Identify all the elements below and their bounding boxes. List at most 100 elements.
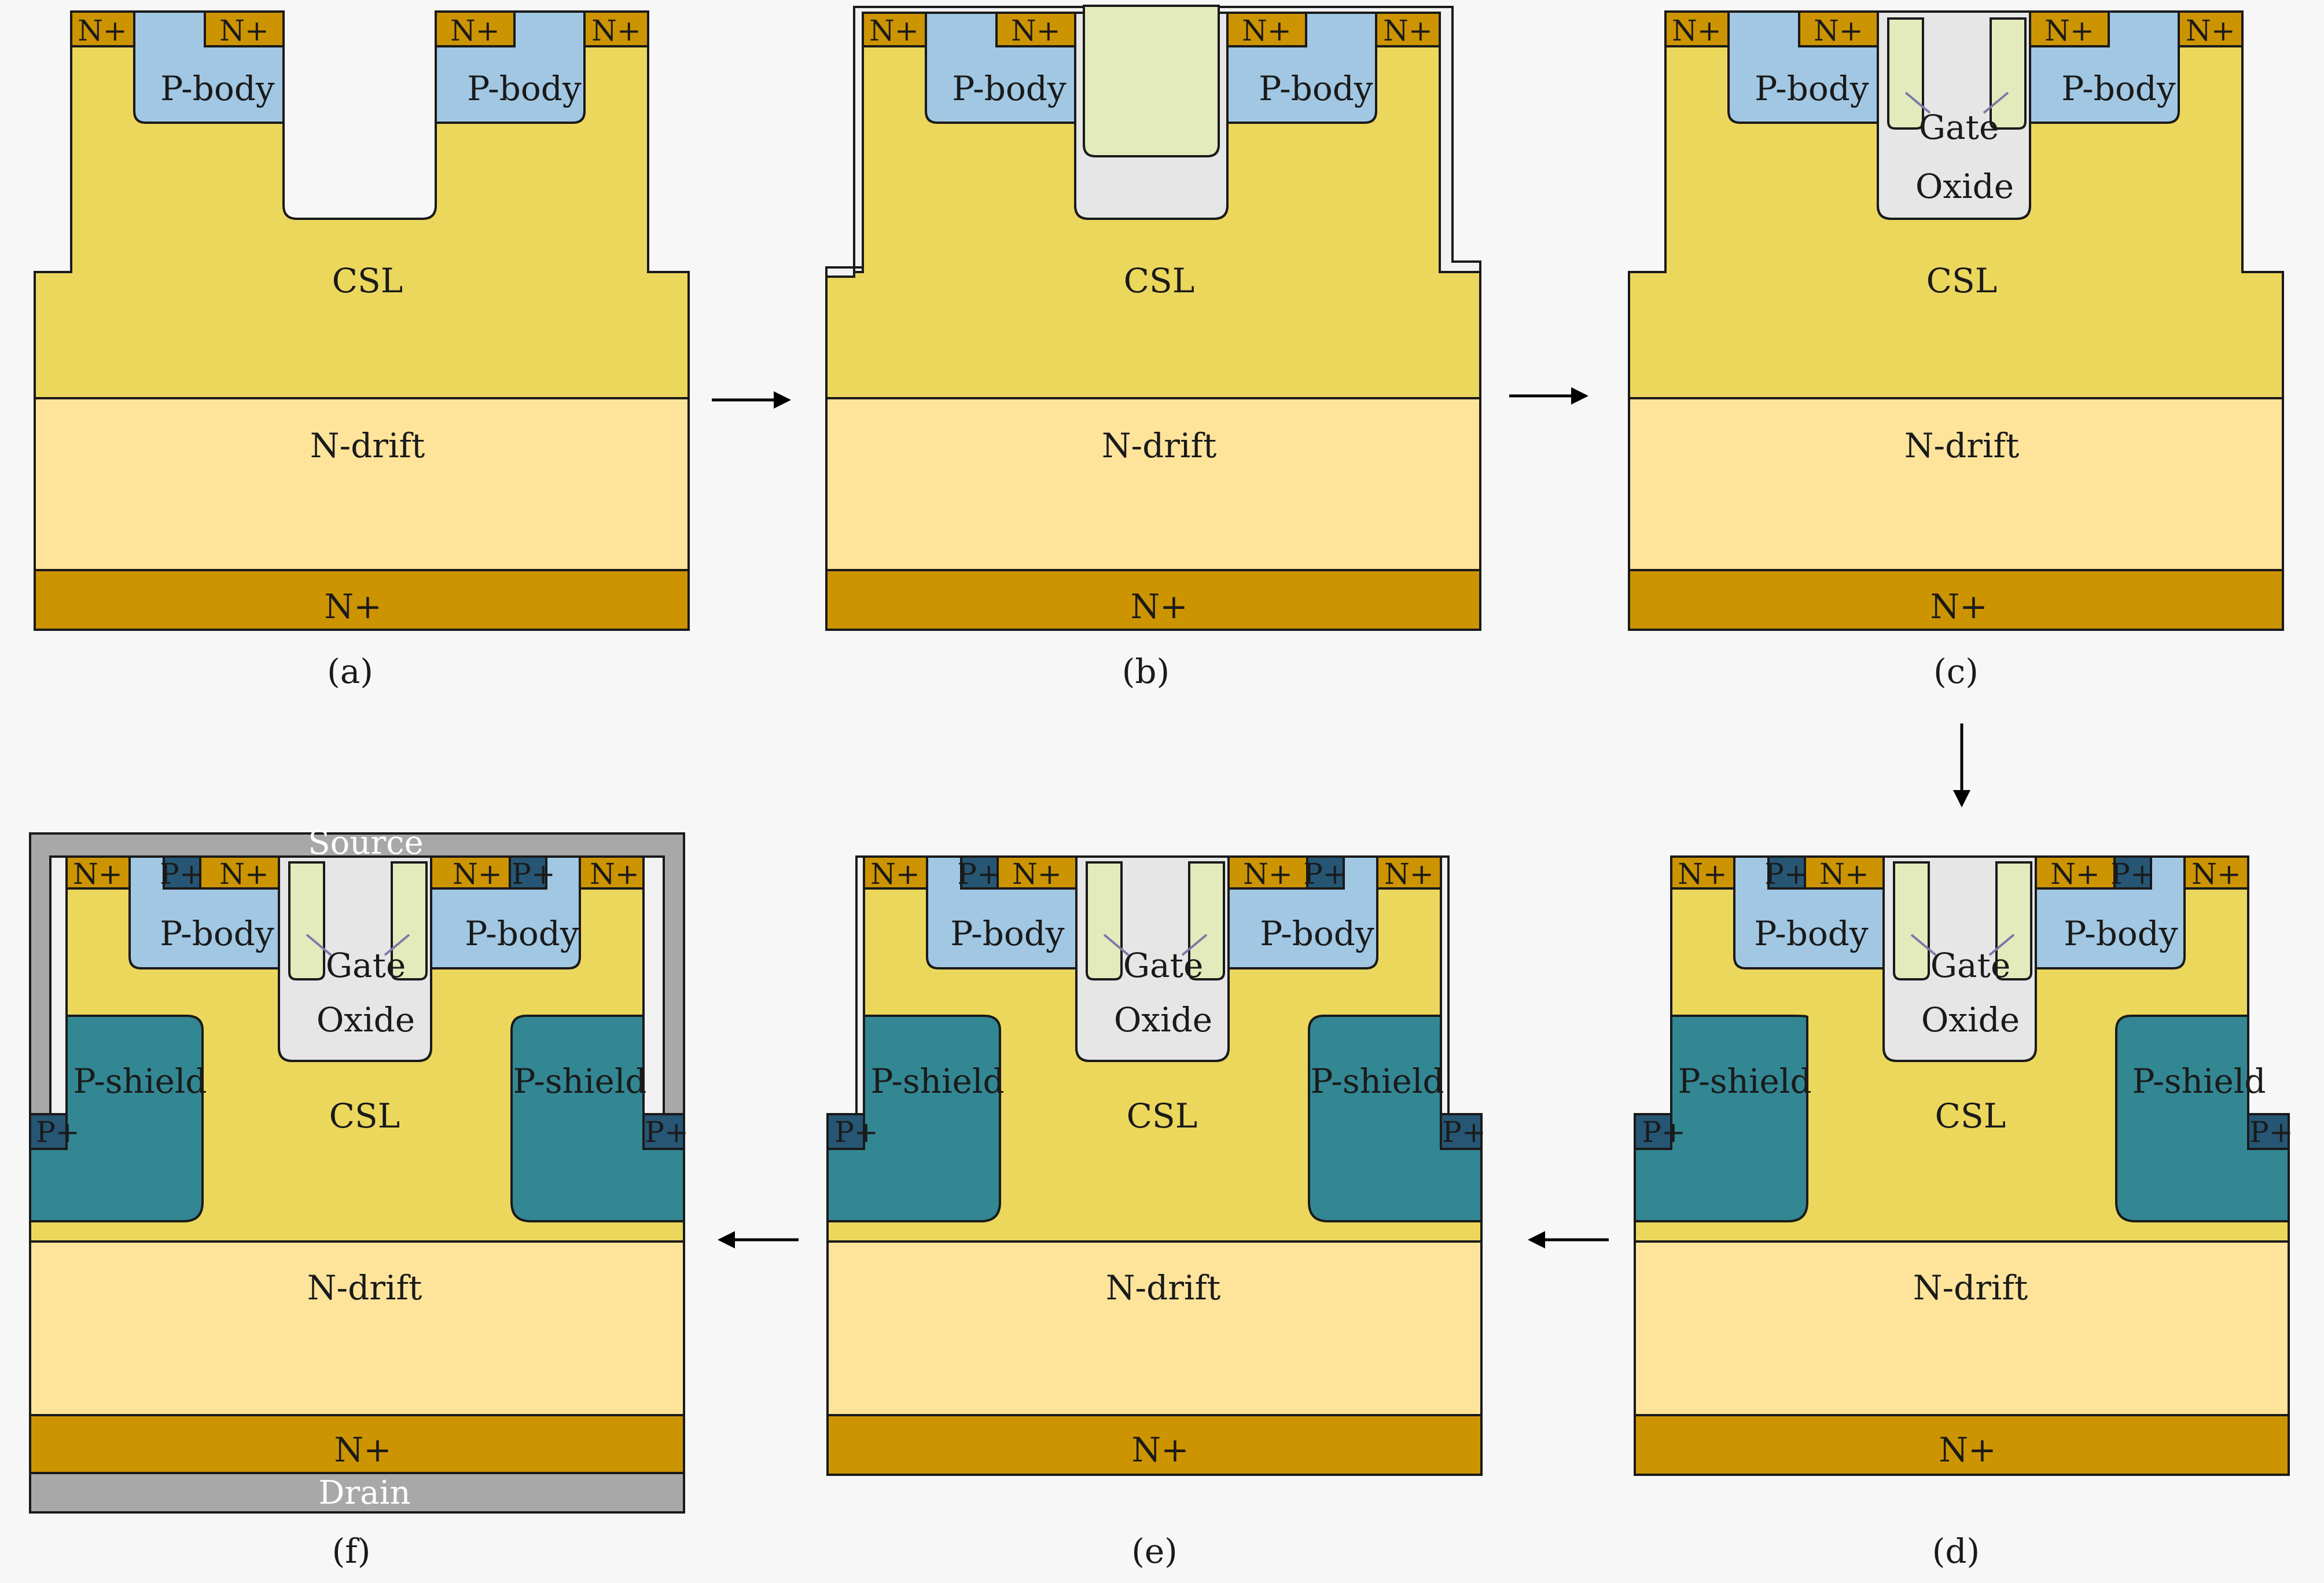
- nplus-label: N+: [1012, 857, 1062, 891]
- ndrift-layer: [826, 1240, 1483, 1416]
- nplus-label: N+: [2191, 857, 2241, 891]
- csl-label: CSL: [332, 261, 403, 300]
- gate-connector-left: [306, 934, 332, 956]
- panel-e: N+ P+ N+ N+ P+ N+ P-body P-body Gate Oxi…: [826, 855, 1486, 1571]
- nplus-label: N+: [1383, 14, 1433, 47]
- gate-poly-left: [1086, 861, 1123, 980]
- nplus-label: N+: [1819, 857, 1869, 891]
- nplus-source-1: [1664, 10, 1730, 47]
- drain-label: Drain: [318, 1474, 410, 1512]
- ndrift-label: N-drift: [307, 1268, 422, 1307]
- gate-poly-right: [1995, 861, 2032, 980]
- nplus-source-2: [1798, 10, 1879, 47]
- pplus-left: [826, 1113, 865, 1150]
- pbody-label: P-body: [950, 914, 1065, 953]
- ndrift-layer: [1634, 1240, 2290, 1416]
- pplus-label: P+: [160, 857, 204, 891]
- gate-connector-right: [1983, 91, 2009, 114]
- nplus-substrate-label: N+: [1131, 1430, 1189, 1470]
- nplus-substrate: [1628, 569, 2284, 631]
- pbody-label: P-body: [1260, 914, 1374, 953]
- pbody-label: P-body: [1755, 69, 1869, 108]
- ndrift-layer: [29, 1240, 685, 1416]
- gate-poly-left: [288, 861, 325, 980]
- nplus-substrate-label: N+: [1130, 587, 1187, 626]
- oxide-label: Oxide: [1921, 1000, 2020, 1040]
- source-label: Source: [308, 824, 423, 862]
- nplus-label: N+: [219, 857, 269, 891]
- gate-connector-left: [1103, 934, 1130, 956]
- nplus-label: N+: [2186, 14, 2235, 47]
- pplus-label: P+: [1642, 1115, 1686, 1149]
- pplus-label: P+: [512, 857, 556, 891]
- nplus-substrate: [825, 569, 1481, 631]
- pbody-label: P-body: [467, 69, 582, 108]
- drain-metal: [29, 1472, 685, 1514]
- nplus-source-2: [1804, 855, 1885, 890]
- nplus-label: N+: [1384, 857, 1434, 891]
- pshield-right: [2115, 1015, 2290, 1222]
- mask-layer-left: [825, 6, 1085, 278]
- csl-label: CSL: [1926, 261, 1998, 300]
- pplus-label: P+: [2110, 857, 2154, 891]
- nplus-substrate-label: N+: [324, 587, 381, 626]
- nplus-source-4: [579, 855, 645, 890]
- pplus-right: [1440, 1113, 1483, 1150]
- ndrift-layer: [825, 397, 1481, 571]
- pbody-label: P-body: [952, 69, 1067, 108]
- pbody-label: P-body: [160, 914, 274, 953]
- panel-d: N+ P+ N+ N+ P+ N+ P-body P-body Gate Oxi…: [1634, 855, 2293, 1571]
- oxide-label: Oxide: [1114, 1000, 1212, 1040]
- pshield-label: P-shield: [73, 1062, 207, 1101]
- nplus-source-4: [1375, 10, 1441, 47]
- pplus-label: P+: [1442, 1115, 1486, 1149]
- csl-region: [34, 10, 690, 399]
- nplus-substrate-label: N+: [1939, 1430, 1996, 1470]
- pshield-left: [826, 1015, 1001, 1222]
- pbody-label: P-body: [1754, 914, 1869, 953]
- nplus-label: N+: [219, 14, 269, 47]
- pplus-label: P+: [2249, 1115, 2293, 1149]
- nplus-label: N+: [2044, 14, 2094, 47]
- ndrift-label: N-drift: [1106, 1268, 1221, 1307]
- csl-label: CSL: [329, 1096, 400, 1136]
- pplus-label: P+: [1303, 857, 1347, 891]
- nplus-substrate: [34, 569, 690, 631]
- nplus-label: N+: [869, 14, 919, 47]
- ndrift-label: N-drift: [1913, 1268, 2028, 1307]
- nplus-substrate: [1634, 1414, 2290, 1476]
- oxide-label: Oxide: [1915, 167, 2014, 206]
- caption-f: (f): [332, 1531, 371, 1571]
- caption-c: (c): [1933, 652, 1979, 691]
- ndrift-label: N-drift: [1102, 426, 1217, 465]
- nplus-substrate-label: N+: [1930, 587, 1987, 626]
- oxide-label: Oxide: [317, 1000, 415, 1040]
- insulator-left: [855, 855, 865, 1115]
- gate-label: Gate: [1919, 108, 1999, 147]
- gate-label: Gate: [1123, 946, 1204, 985]
- pplus-right: [642, 1113, 685, 1150]
- pplus-contact-2: [1306, 855, 1345, 890]
- panel-b: N+ N+ N+ N+ P-body P-body CSL N-drift N+…: [825, 5, 1481, 691]
- nplus-label: N+: [450, 14, 500, 47]
- csl-label: CSL: [1124, 261, 1195, 300]
- mask-layer-right: [1218, 6, 1481, 273]
- pbody-label: P-body: [2064, 914, 2178, 953]
- gate-poly-right: [391, 861, 428, 980]
- nplus-source-4: [583, 10, 649, 47]
- caption-b: (b): [1122, 652, 1170, 691]
- caption-a: (a): [327, 652, 373, 691]
- pplus-label: P+: [957, 857, 1001, 891]
- pplus-label: P+: [645, 1115, 689, 1149]
- pbody-label: P-body: [2061, 69, 2176, 108]
- pshield-label: P-shield: [870, 1062, 1004, 1101]
- gate-connector-left: [1904, 91, 1931, 114]
- insulator-left: [49, 855, 68, 1115]
- insulator-right: [1440, 855, 1450, 1115]
- gate-poly-left: [1887, 17, 1924, 130]
- nplus-label: N+: [1672, 14, 1722, 47]
- pplus-contact-1: [1767, 855, 1806, 890]
- panel-a: N+ N+ N+ N+ P-body P-body CSL N-drift N+…: [34, 10, 690, 691]
- caption-e: (e): [1131, 1531, 1178, 1571]
